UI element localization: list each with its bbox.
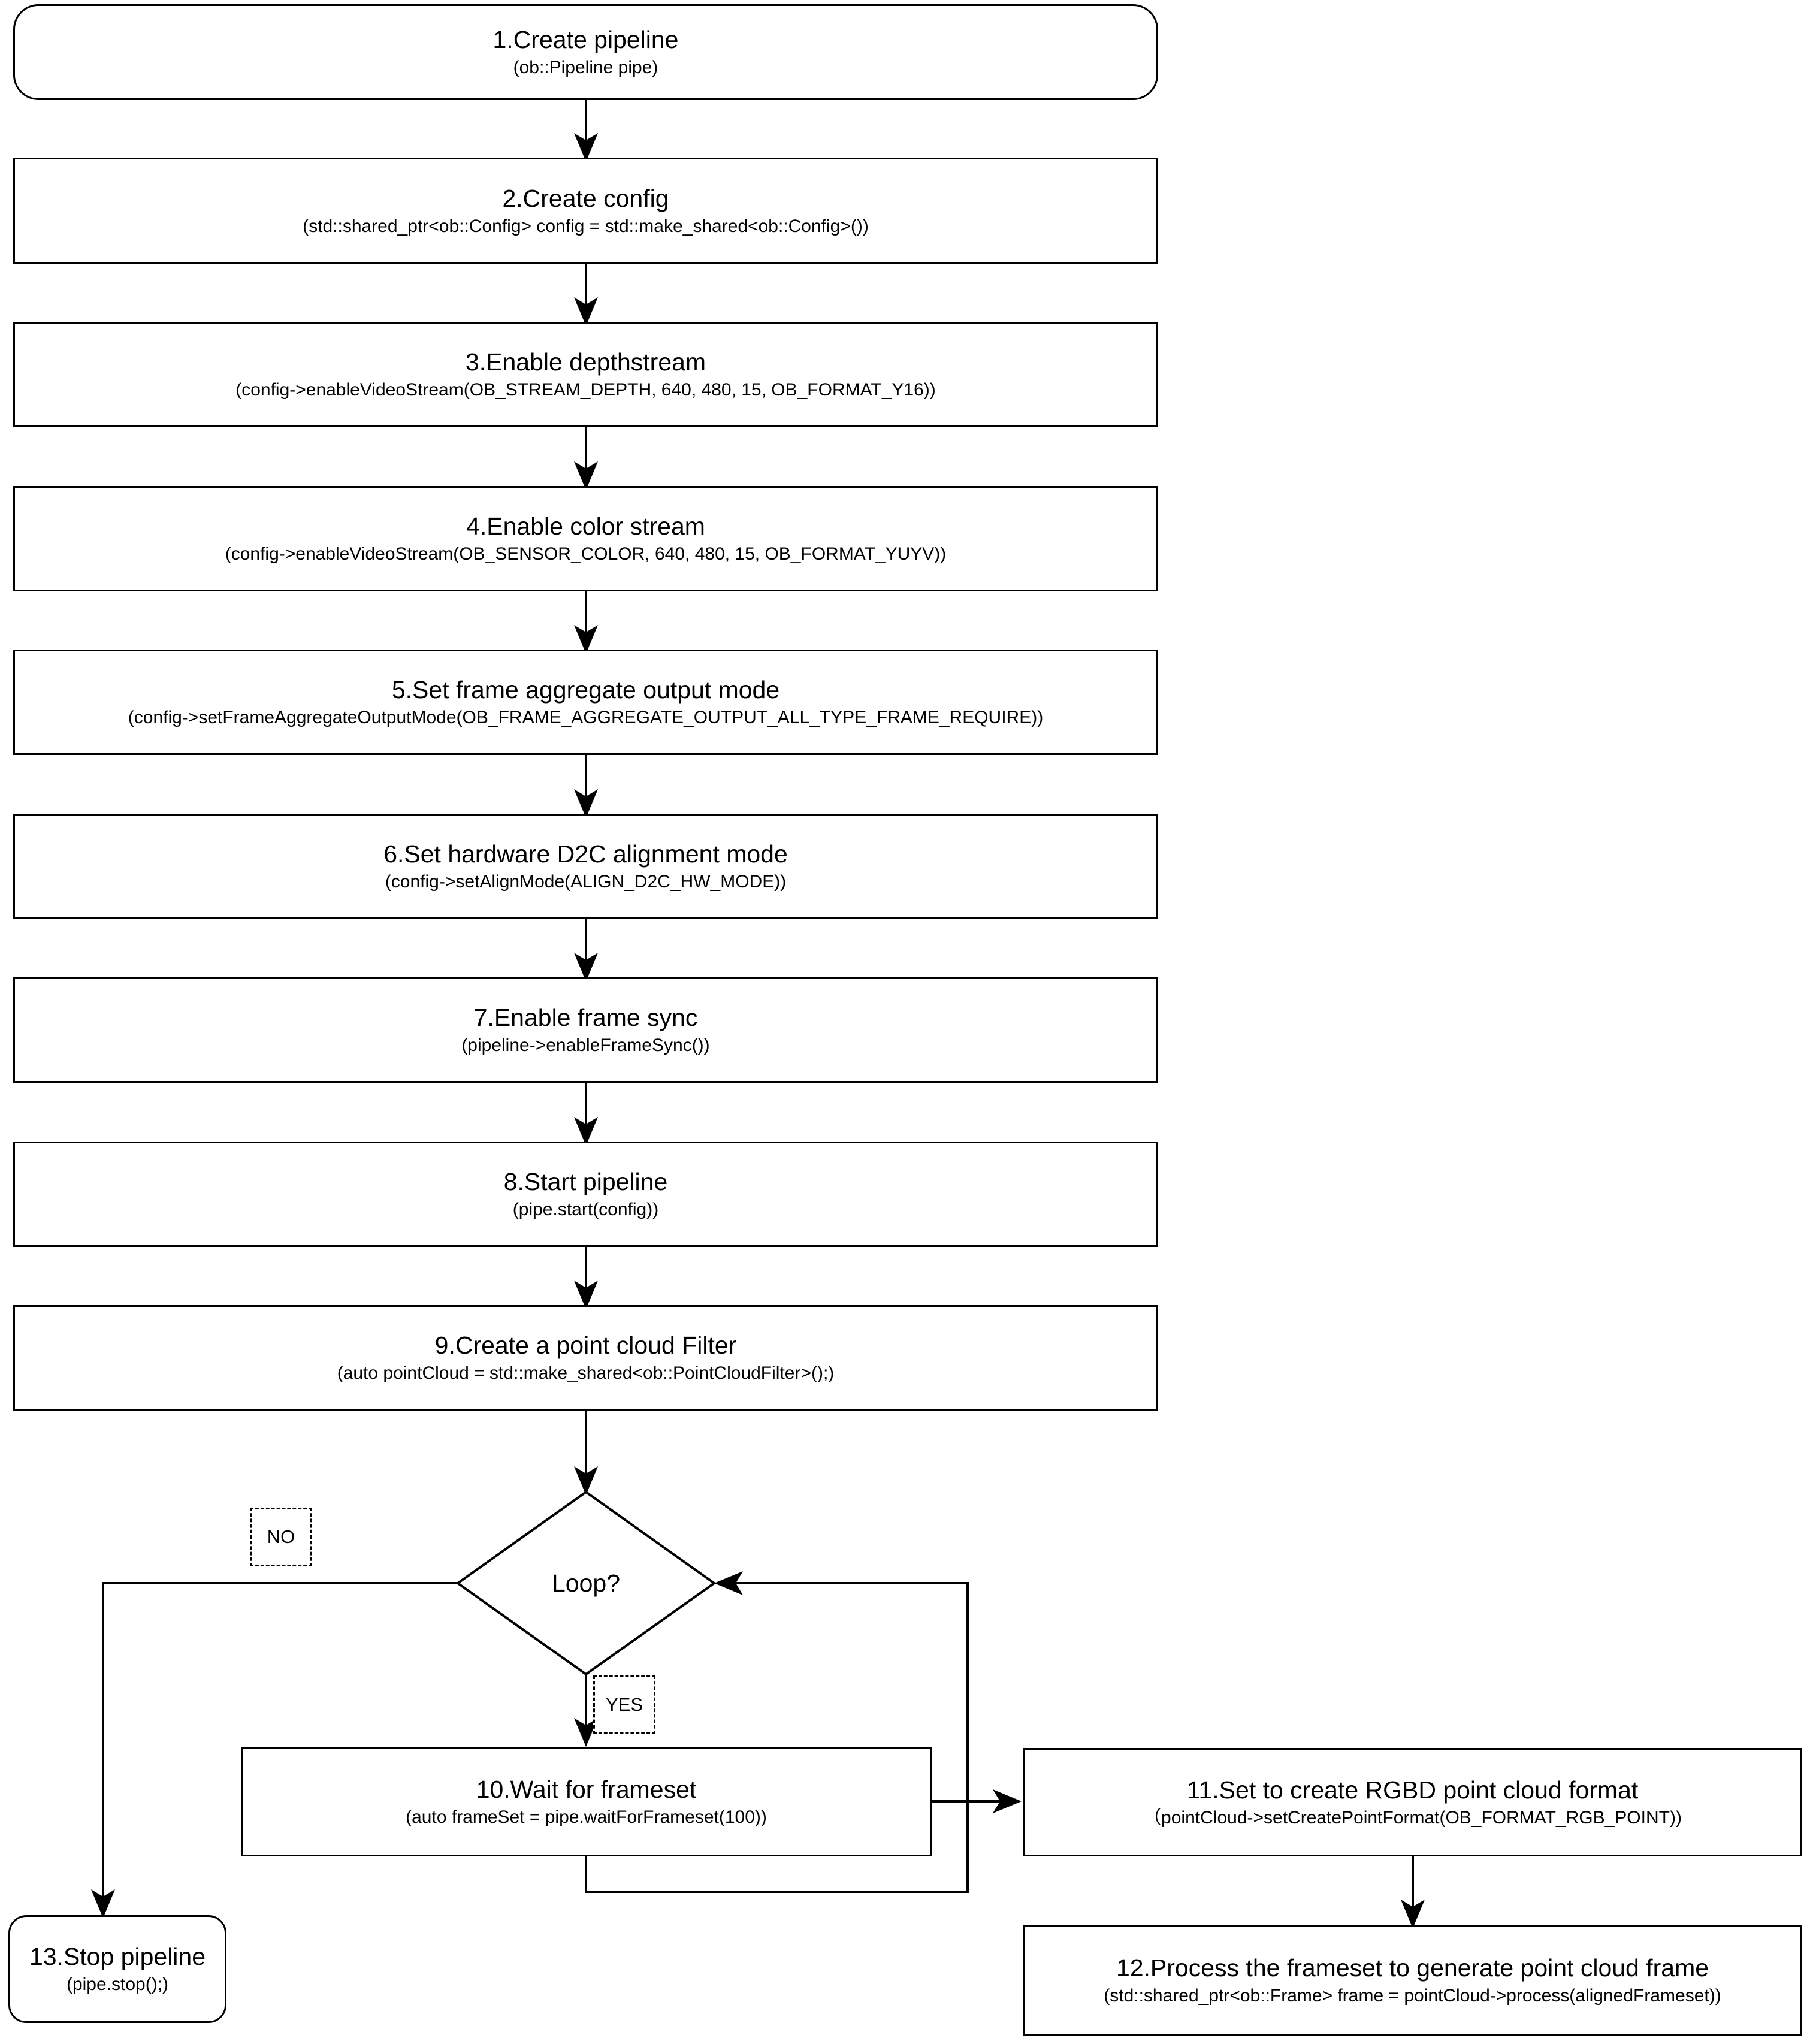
node-5-set-frame-aggregate-output-mode[interactable]: 5.Set frame aggregate output mode (confi… [13, 650, 1158, 755]
edge-label-no-text: NO [267, 1526, 295, 1547]
edge-label-yes-text: YES [605, 1694, 643, 1715]
node-1-title: 1.Create pipeline [492, 26, 679, 54]
decision-label-loop: Loop? [496, 1565, 676, 1601]
edge-label-no: NO [250, 1508, 312, 1566]
node-8-code: (pipe.start(config)) [512, 1200, 659, 1220]
node-7-title: 7.Enable frame sync [473, 1004, 698, 1032]
node-13-code: (pipe.stop();) [66, 1974, 169, 1995]
node-11-code: （pointCloud->setCreatePointFormat(OB_FOR… [1143, 1807, 1682, 1828]
node-12-process-frameset-to-point-cloud[interactable]: 12.Process the frameset to generate poin… [1023, 1925, 1802, 2036]
node-9-create-point-cloud-filter[interactable]: 9.Create a point cloud Filter (auto poin… [13, 1305, 1158, 1411]
node-12-title: 12.Process the frameset to generate poin… [1116, 1954, 1709, 1982]
node-9-title: 9.Create a point cloud Filter [434, 1332, 737, 1360]
node-10-wait-for-frameset[interactable]: 10.Wait for frameset (auto frameSet = pi… [241, 1747, 932, 1856]
node-3-enable-depth-stream[interactable]: 3.Enable depthstream (config->enableVide… [13, 322, 1158, 427]
node-11-title: 11.Set to create RGBD point cloud format [1186, 1776, 1639, 1804]
edge-label-yes: YES [593, 1675, 655, 1734]
node-13-title: 13.Stop pipeline [29, 1943, 206, 1971]
node-4-code: (config->enableVideoStream(OB_SENSOR_COL… [225, 544, 947, 564]
node-4-enable-color-stream[interactable]: 4.Enable color stream (config->enableVid… [13, 486, 1158, 591]
node-9-code: (auto pointCloud = std::make_shared<ob::… [337, 1363, 835, 1384]
node-5-title: 5.Set frame aggregate output mode [391, 676, 780, 704]
node-8-title: 8.Start pipeline [503, 1168, 668, 1196]
node-10-code: (auto frameSet = pipe.waitForFrameset(10… [406, 1807, 767, 1827]
node-6-set-hardware-d2c-alignment-mode[interactable]: 6.Set hardware D2C alignment mode (confi… [13, 814, 1158, 919]
node-11-set-rgbd-point-cloud-format[interactable]: 11.Set to create RGBD point cloud format… [1023, 1748, 1802, 1856]
node-2-code: (std::shared_ptr<ob::Config> config = st… [303, 216, 869, 236]
node-2-title: 2.Create config [502, 184, 669, 212]
node-3-code: (config->enableVideoStream(OB_STREAM_DEP… [235, 380, 936, 400]
node-7-code: (pipeline->enableFrameSync()) [461, 1035, 710, 1056]
node-10-title: 10.Wait for frameset [476, 1775, 697, 1803]
node-1-create-pipeline[interactable]: 1.Create pipeline (ob::Pipeline pipe) [13, 4, 1158, 100]
node-12-code: (std::shared_ptr<ob::Frame> frame = poin… [1104, 1985, 1721, 2006]
node-3-title: 3.Enable depthstream [465, 348, 706, 376]
decision-label-text: Loop? [551, 1569, 620, 1597]
node-1-code: (ob::Pipeline pipe) [513, 58, 658, 78]
node-2-create-config[interactable]: 2.Create config (std::shared_ptr<ob::Con… [13, 158, 1158, 264]
node-13-stop-pipeline[interactable]: 13.Stop pipeline (pipe.stop();) [8, 1915, 226, 2023]
node-5-code: (config->setFrameAggregateOutputMode(OB_… [128, 708, 1044, 728]
node-8-start-pipeline[interactable]: 8.Start pipeline (pipe.start(config)) [13, 1142, 1158, 1247]
node-6-code: (config->setAlignMode(ALIGN_D2C_HW_MODE)… [385, 872, 787, 892]
node-4-title: 4.Enable color stream [466, 512, 705, 541]
node-6-title: 6.Set hardware D2C alignment mode [383, 840, 788, 868]
node-7-enable-frame-sync[interactable]: 7.Enable frame sync (pipeline->enableFra… [13, 977, 1158, 1083]
